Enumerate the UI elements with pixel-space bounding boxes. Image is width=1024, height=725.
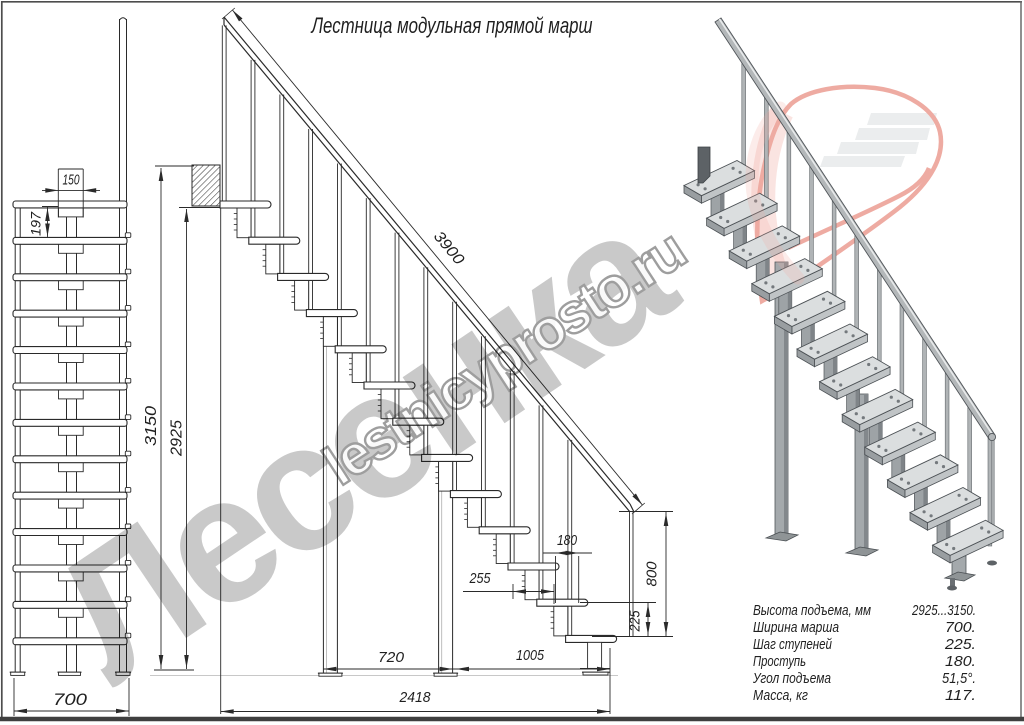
svg-text:Угол подъема: Угол подъема [752,671,831,687]
svg-text:Высота подъема, мм: Высота подъема, мм [753,603,871,619]
svg-text:255: 255 [469,571,492,587]
svg-text:700: 700 [53,690,88,709]
svg-text:225.: 225. [944,637,976,653]
svg-text:Проступь: Проступь [753,654,806,670]
svg-text:150: 150 [63,173,80,189]
svg-text:197: 197 [29,211,44,236]
svg-text:700.: 700. [945,620,976,636]
svg-text:Ширина марша: Ширина марша [753,620,839,636]
svg-text:2925: 2925 [169,420,186,457]
svg-text:2418: 2418 [399,689,432,706]
svg-text:Масса, кг: Масса, кг [753,688,808,704]
svg-text:51,5°.: 51,5°. [942,671,976,687]
svg-text:225: 225 [628,610,644,633]
svg-text:Шаг ступеней: Шаг ступеней [753,637,832,653]
svg-text:180: 180 [557,533,577,549]
svg-text:Лестница модульная прямой марш: Лестница модульная прямой марш [310,13,593,38]
svg-text:117.: 117. [945,688,976,704]
svg-text:1005: 1005 [516,647,545,664]
svg-text:3150: 3150 [143,406,160,446]
svg-text:720: 720 [378,649,405,666]
svg-text:800: 800 [645,562,661,587]
svg-text:2925...3150.: 2925...3150. [911,603,976,619]
svg-text:180.: 180. [945,654,976,670]
